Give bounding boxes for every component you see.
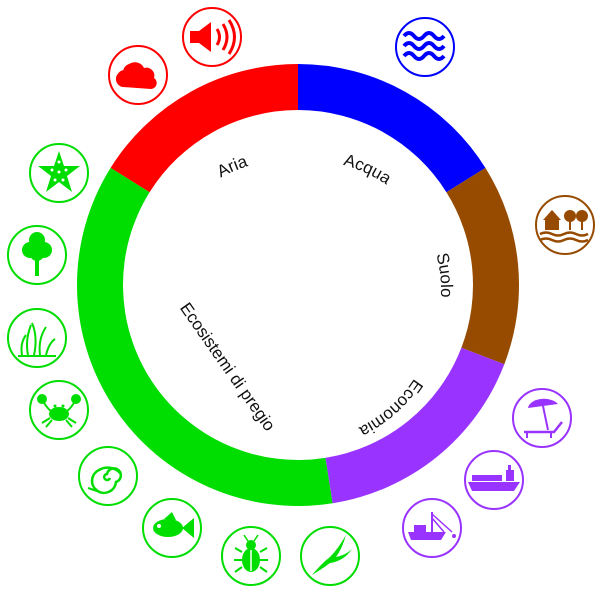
label-acqua: Acqua	[342, 150, 395, 188]
starfish-icon	[29, 143, 89, 203]
ring-segment-suolo	[446, 167, 519, 365]
ring-segment-aria	[110, 64, 299, 193]
cargo-ship-icon	[464, 450, 524, 510]
category-ring	[77, 64, 519, 506]
fishing-boat-icon	[402, 498, 462, 558]
label-suolo: Suolo	[432, 251, 456, 298]
ring-segment-ecosistemi	[77, 167, 333, 506]
house-trees-icon	[535, 195, 595, 255]
cloud-icon	[108, 45, 168, 105]
ring-segment-acqua	[298, 64, 486, 193]
water-waves-icon	[395, 17, 455, 77]
shell-icon	[78, 446, 138, 506]
ring-segment-economia	[325, 347, 505, 504]
beetle-icon	[221, 526, 281, 586]
swallow-icon	[300, 526, 360, 586]
label-ecosistemi: Ecosistemi di pregio	[176, 299, 279, 435]
seagrass-icon	[7, 308, 67, 368]
speaker-icon	[182, 7, 242, 67]
beach-umbrella-icon	[512, 388, 572, 448]
fish-icon	[142, 498, 202, 558]
label-aria: Aria	[214, 151, 250, 181]
crab-icon	[29, 380, 89, 440]
tree-icon	[7, 225, 67, 285]
